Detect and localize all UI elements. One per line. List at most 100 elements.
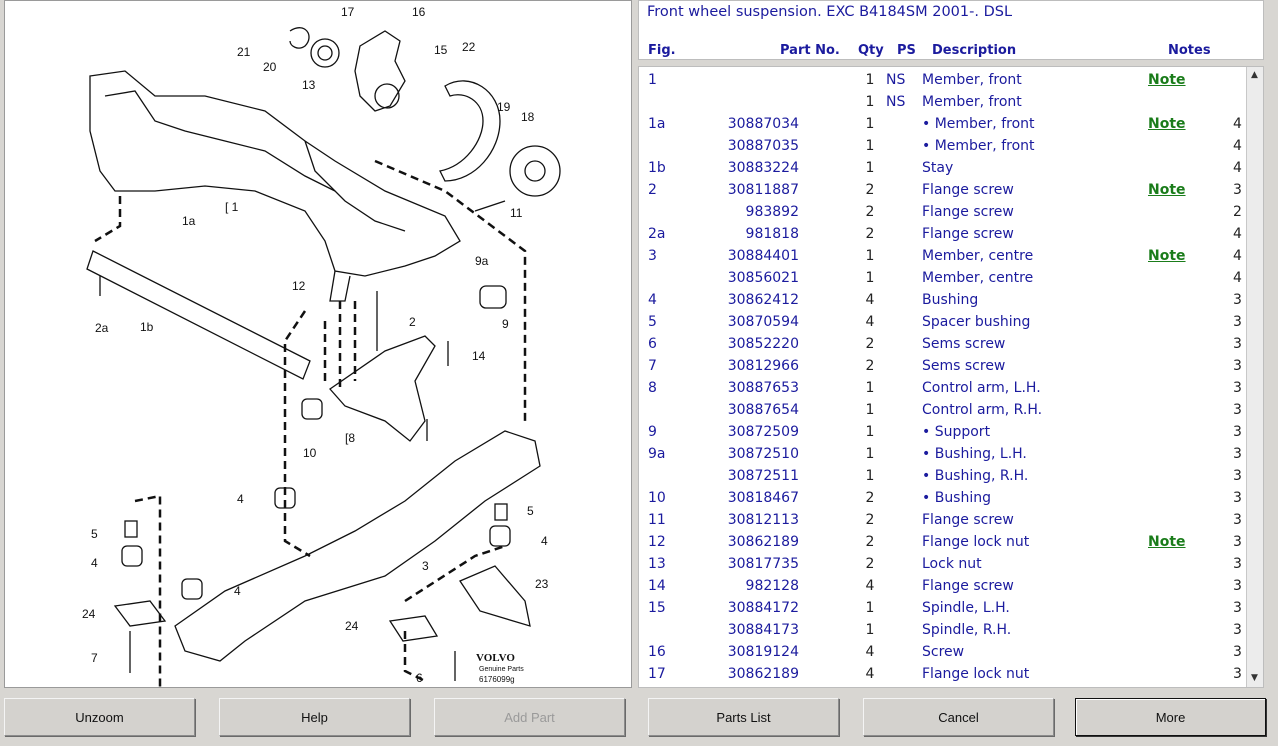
help-button[interactable]: Help — [219, 698, 410, 736]
row-note-link[interactable]: Note — [1148, 182, 1186, 198]
row-fig: 1a — [648, 116, 666, 132]
callout-4b: 4 — [91, 556, 98, 570]
row-extra: 3 — [1233, 534, 1242, 550]
row-fig: 7 — [648, 358, 657, 374]
row-extra: 3 — [1233, 578, 1242, 594]
bushing-4c-shape — [181, 578, 203, 600]
callout-20: 20 — [263, 60, 277, 74]
row-extra: 3 — [1233, 622, 1242, 638]
row-qty: 1 — [865, 600, 875, 616]
plate-24b-shape — [388, 615, 439, 642]
spindle-shape — [354, 30, 406, 112]
row-note-link[interactable]: Note — [1148, 116, 1186, 132]
brake-shield-shape — [439, 80, 501, 182]
row-part-no: 981818 — [745, 226, 799, 242]
row-extra: 3 — [1233, 644, 1242, 660]
row-extra: 3 — [1233, 358, 1242, 374]
row-part-no: 30870594 — [727, 314, 799, 330]
row-fig: 14 — [648, 578, 666, 594]
more-button[interactable]: More — [1075, 698, 1266, 736]
cancel-button[interactable]: Cancel — [863, 698, 1054, 736]
row-note-link[interactable]: Note — [1148, 248, 1186, 264]
exploded-diagram-panel[interactable]: 1a [ 1 1b 2a 2 3 4 4 4 4 5 5 6 7 [8 9 9a… — [4, 0, 632, 688]
row-qty: 1 — [865, 446, 875, 462]
callout-8: [8 — [345, 431, 355, 445]
control-arm-shape — [329, 335, 436, 442]
row-extra: 3 — [1233, 512, 1242, 528]
row-extra: 3 — [1233, 182, 1242, 198]
row-extra: 3 — [1233, 490, 1242, 506]
row-qty: 1 — [865, 94, 875, 110]
row-description: Lock nut — [922, 556, 982, 572]
row-description: Flange screw — [922, 204, 1014, 220]
row-qty: 1 — [865, 622, 875, 638]
row-qty: 2 — [865, 336, 875, 352]
callout-4a: 4 — [237, 492, 244, 506]
scroll-down-icon[interactable]: ▼ — [1251, 673, 1258, 683]
row-description: Sems screw — [922, 358, 1006, 374]
row-part-no: 30884401 — [727, 248, 799, 264]
spacer-5a-shape — [124, 520, 138, 538]
row-part-no: 30884173 — [727, 622, 799, 638]
row-note-link[interactable]: Note — [1148, 534, 1186, 550]
row-description: Member, centre — [922, 270, 1034, 286]
row-note-link[interactable]: Note — [1148, 72, 1186, 88]
drawing-id: 6176099g — [479, 675, 515, 684]
row-qty: 2 — [865, 490, 875, 506]
row-qty: 1 — [865, 380, 875, 396]
bushing-9a-shape — [479, 285, 507, 309]
header-ps: PS — [897, 43, 916, 58]
callout-5b: 5 — [527, 504, 534, 518]
row-part-no: 30812966 — [727, 358, 799, 374]
parts-list-button[interactable]: Parts List — [648, 698, 839, 736]
callout-2: 2 — [409, 315, 416, 329]
row-description: Flange screw — [922, 512, 1014, 528]
row-description: Flange lock nut — [922, 534, 1030, 550]
stay-bar-shape — [86, 250, 311, 380]
row-fig: 1 — [648, 72, 657, 88]
header-description: Description — [932, 43, 1017, 58]
row-description: Flange screw — [922, 182, 1014, 198]
vertical-scrollbar[interactable]: ▲ ▼ — [1246, 67, 1263, 687]
row-qty: 4 — [865, 292, 875, 308]
unzoom-button[interactable]: Unzoom — [4, 698, 195, 736]
row-fig: 6 — [648, 336, 657, 352]
add-part-button[interactable]: Add Part — [434, 698, 625, 736]
row-part-no: 30887035 — [727, 138, 799, 154]
row-extra: 4 — [1233, 248, 1242, 264]
callout-14: 14 — [472, 349, 486, 363]
row-part-no: 30872511 — [727, 468, 799, 484]
scroll-up-icon[interactable]: ▲ — [1251, 70, 1258, 80]
callout-19: 19 — [497, 100, 511, 114]
parts-list-panel: Front wheel suspension. EXC B4184SM 2001… — [638, 0, 1266, 688]
